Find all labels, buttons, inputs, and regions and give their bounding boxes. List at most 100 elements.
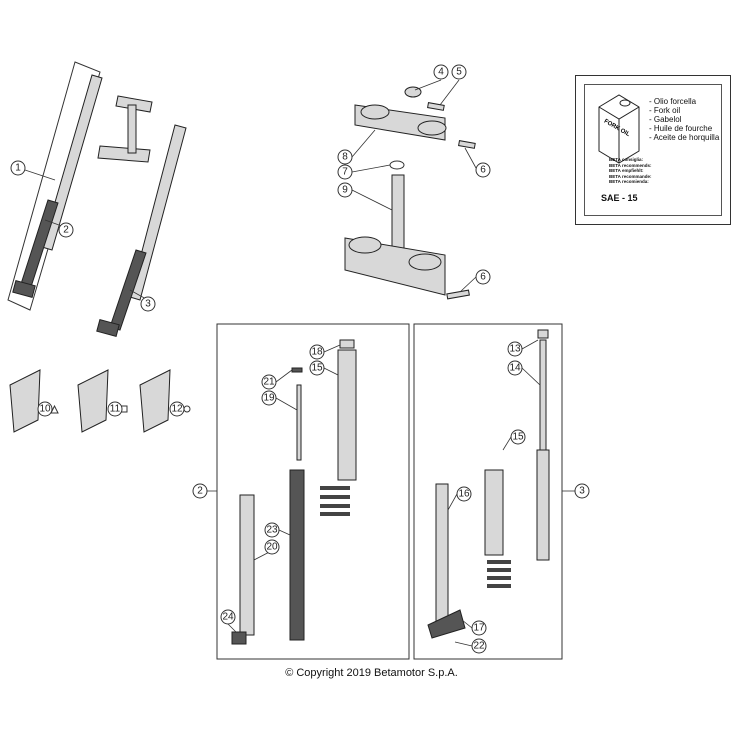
callout-2: 2 bbox=[192, 483, 208, 499]
callout-circle bbox=[507, 360, 523, 376]
callout-number: 8 bbox=[342, 152, 348, 163]
copyright-notice: © Copyright 2019 Betamotor S.p.A. bbox=[285, 667, 458, 679]
callout-number: 15 bbox=[512, 432, 524, 443]
callout-21: 21 bbox=[261, 374, 277, 390]
callout-number: 6 bbox=[480, 165, 486, 176]
callout-circle bbox=[309, 360, 325, 376]
callout-circle bbox=[220, 609, 236, 625]
callout-circle bbox=[10, 160, 26, 176]
callout-number: 14 bbox=[509, 363, 521, 374]
triple-clamp-assembly bbox=[97, 95, 153, 163]
oil-can-icon: FORK OIL bbox=[598, 94, 640, 164]
callout-19: 19 bbox=[261, 390, 277, 406]
callout-16: 16 bbox=[456, 486, 472, 502]
callout-10: 10 bbox=[37, 401, 53, 417]
callout-circle bbox=[433, 64, 449, 80]
callout-14: 14 bbox=[507, 360, 523, 376]
callout-circle bbox=[471, 638, 487, 654]
callout-4: 4 bbox=[433, 64, 449, 80]
callout-circle bbox=[169, 401, 185, 417]
callout-9: 9 bbox=[337, 182, 353, 198]
callout-number: 15 bbox=[311, 363, 323, 374]
callout-circle bbox=[192, 483, 208, 499]
callout-number: 23 bbox=[266, 525, 278, 536]
callout-number: 4 bbox=[438, 67, 444, 78]
callout-6: 6 bbox=[475, 269, 491, 285]
callout-12: 12 bbox=[169, 401, 185, 417]
callout-circle bbox=[264, 539, 280, 555]
callout-number: 16 bbox=[458, 489, 470, 500]
fork-3-internals bbox=[427, 329, 550, 639]
callout-number: 18 bbox=[311, 347, 323, 358]
callout-circle bbox=[337, 182, 353, 198]
callout-number: 19 bbox=[263, 393, 275, 404]
callout-number: 11 bbox=[110, 404, 121, 415]
callout-5: 5 bbox=[451, 64, 467, 80]
callout-number: 1 bbox=[15, 163, 21, 174]
callout-circle bbox=[471, 620, 487, 636]
callout-circle bbox=[309, 344, 325, 360]
callout-circle bbox=[37, 401, 53, 417]
oil-grade: SAE - 15 bbox=[601, 193, 638, 203]
callout-6: 6 bbox=[475, 162, 491, 178]
callout-circle bbox=[140, 296, 156, 312]
callout-circle bbox=[456, 486, 472, 502]
callout-circle bbox=[475, 269, 491, 285]
callout-circle bbox=[58, 222, 74, 238]
callout-17: 17 bbox=[471, 620, 487, 636]
callout-number: 6 bbox=[480, 272, 486, 283]
callout-13: 13 bbox=[507, 341, 523, 357]
callout-number: 13 bbox=[509, 344, 521, 355]
callout-15: 15 bbox=[309, 360, 325, 376]
lower-triple-clamp-stem bbox=[344, 174, 470, 300]
callout-circle bbox=[261, 390, 277, 406]
callout-1: 1 bbox=[10, 160, 26, 176]
leader-lines bbox=[24, 79, 575, 647]
fork-3-detail-box bbox=[413, 323, 563, 660]
callout-15: 15 bbox=[510, 429, 526, 445]
callout-number: 2 bbox=[63, 225, 69, 236]
callout-number: 7 bbox=[342, 167, 348, 178]
callout-number: 22 bbox=[473, 641, 485, 652]
callout-number: 2 bbox=[197, 486, 203, 497]
fork-leg-right bbox=[96, 124, 187, 337]
callout-number: 3 bbox=[579, 486, 585, 497]
callout-24: 24 bbox=[220, 609, 236, 625]
callout-circle bbox=[510, 429, 526, 445]
callout-number: 12 bbox=[171, 404, 183, 415]
callout-number: 5 bbox=[456, 67, 462, 78]
callout-circle bbox=[451, 64, 467, 80]
callout-circle bbox=[337, 149, 353, 165]
callout-22: 22 bbox=[471, 638, 487, 654]
callout-circle bbox=[107, 401, 123, 417]
callout-circle bbox=[475, 162, 491, 178]
fork-leg-left bbox=[7, 61, 103, 311]
callout-8: 8 bbox=[337, 149, 353, 165]
upper-triple-clamp bbox=[354, 86, 476, 170]
callout-2: 2 bbox=[58, 222, 74, 238]
callout-number: 3 bbox=[145, 299, 151, 310]
callout-11: 11 bbox=[107, 401, 123, 417]
callout-circle bbox=[264, 522, 280, 538]
fork-oil-info-box: FORK OIL - Olio forcella - Fork oil - Ga… bbox=[575, 75, 731, 225]
callout-circle bbox=[507, 341, 523, 357]
fork-2-detail-box bbox=[216, 323, 410, 660]
fork-guards bbox=[9, 369, 191, 433]
callout-circle bbox=[337, 164, 353, 180]
oil-recommendation: BETA consiglia: BETA recommends: BETA em… bbox=[609, 157, 652, 184]
callout-3: 3 bbox=[574, 483, 590, 499]
callout-number: 17 bbox=[473, 623, 485, 634]
callout-number: 21 bbox=[263, 377, 275, 388]
callout-circle bbox=[574, 483, 590, 499]
callout-3: 3 bbox=[140, 296, 156, 312]
fork-2-internals bbox=[231, 339, 357, 645]
callout-23: 23 bbox=[264, 522, 280, 538]
callout-number: 10 bbox=[39, 404, 51, 415]
callout-circle bbox=[261, 374, 277, 390]
callout-number: 24 bbox=[222, 612, 234, 623]
oil-names: - Olio forcella - Fork oil - Gabelol - H… bbox=[649, 97, 720, 142]
callout-18: 18 bbox=[309, 344, 325, 360]
callout-number: 20 bbox=[266, 542, 278, 553]
